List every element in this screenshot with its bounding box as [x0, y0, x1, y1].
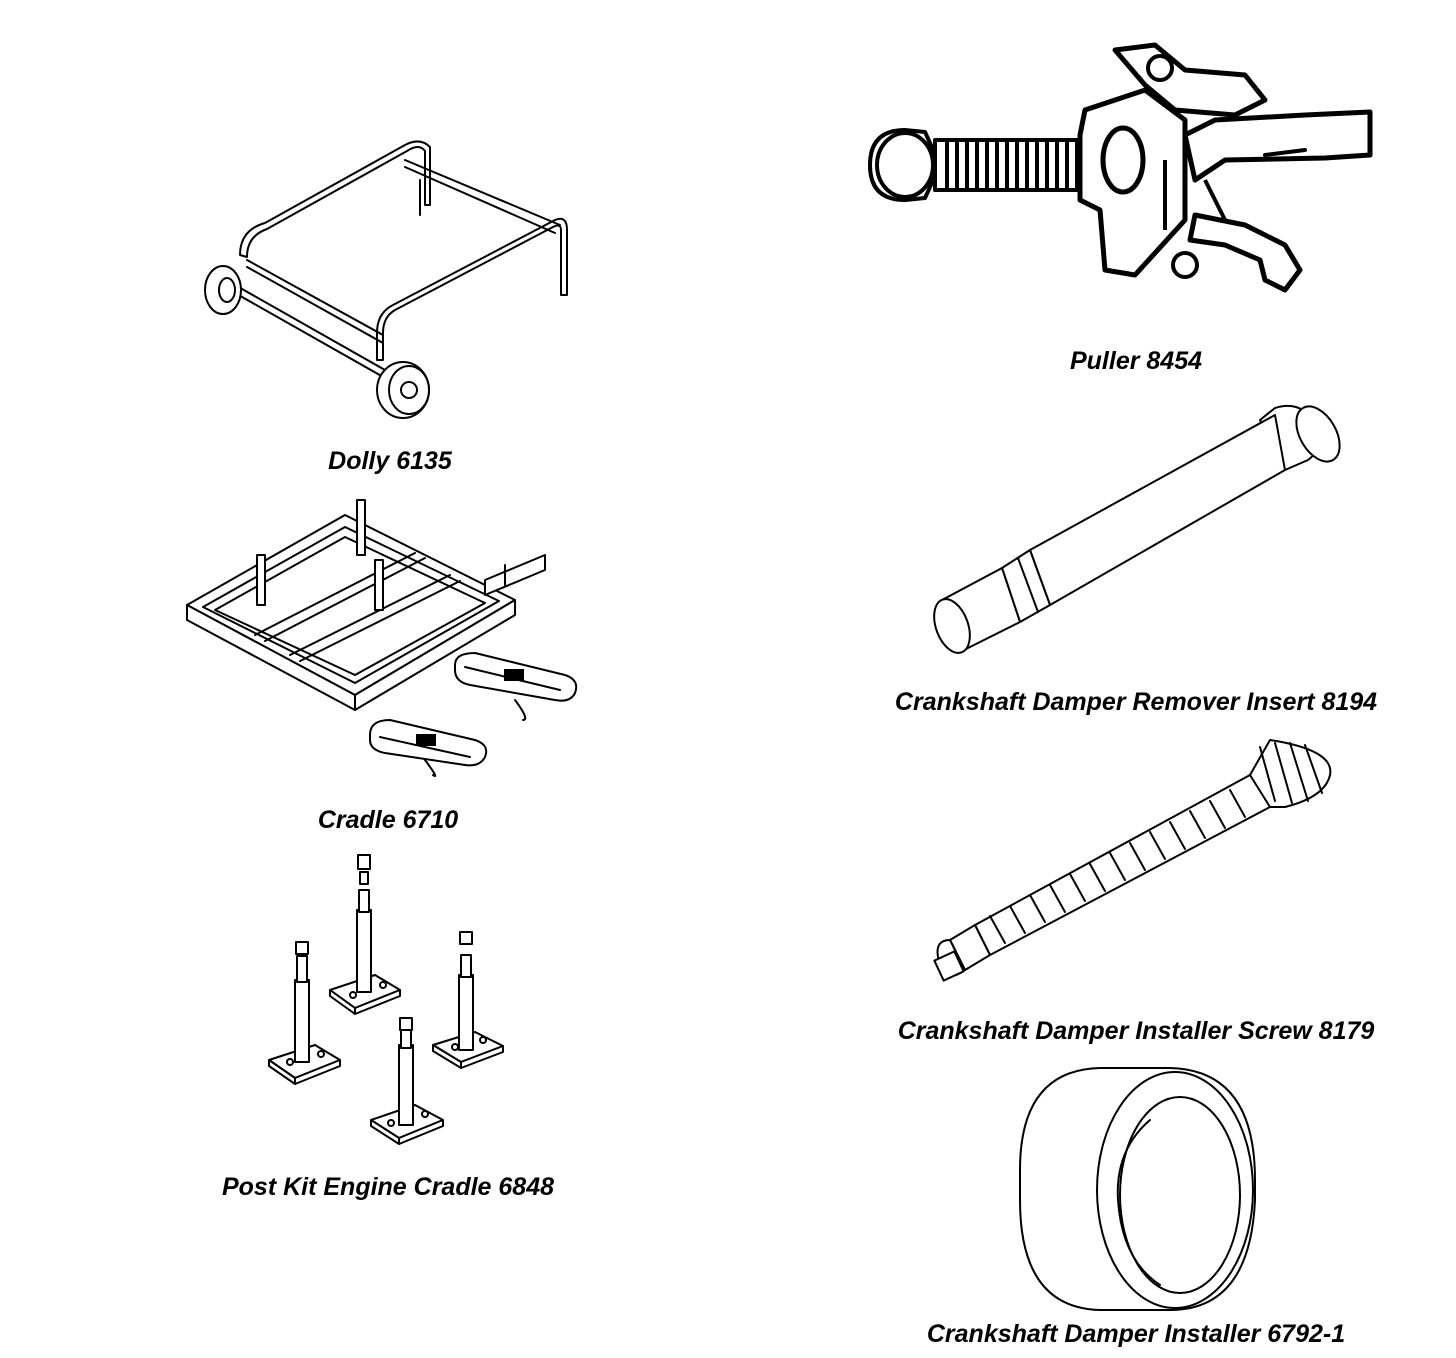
remover-insert-caption: Crankshaft Damper Remover Insert 8194 [894, 688, 1378, 716]
dolly-caption: Dolly 6135 [328, 447, 452, 475]
dolly-illustration [195, 135, 585, 425]
installer-illustration [1010, 1060, 1260, 1315]
post-kit-illustration [265, 850, 515, 1150]
puller-illustration [865, 40, 1375, 300]
post-kit-caption: Post Kit Engine Cradle 6848 [221, 1173, 555, 1201]
installer-caption: Crankshaft Damper Installer 6792-1 [926, 1320, 1346, 1348]
cradle-illustration [185, 495, 585, 780]
remover-insert-illustration [930, 390, 1341, 665]
cradle-caption: Cradle 6710 [317, 806, 459, 834]
puller-caption: Puller 8454 [1069, 347, 1203, 375]
installer-screw-illustration [930, 735, 1340, 995]
installer-screw-caption: Crankshaft Damper Installer Screw 8179 [897, 1017, 1375, 1045]
